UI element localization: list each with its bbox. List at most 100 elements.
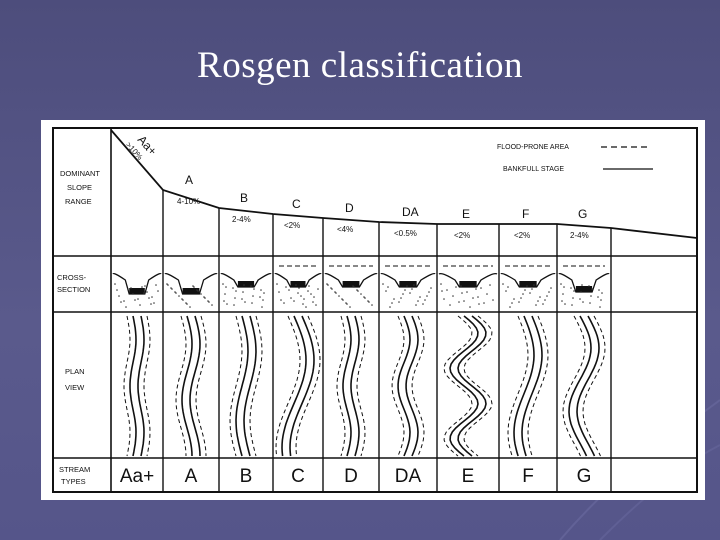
slope-type-label-g: G	[578, 207, 587, 221]
cross-section-stipple	[524, 289, 526, 291]
cross-section-stipple	[334, 291, 336, 293]
cross-section-stipple	[200, 293, 202, 295]
slope-type-label-c: C	[292, 197, 301, 211]
cross-section-stipple	[580, 291, 582, 293]
cross-section-stipple	[171, 288, 173, 290]
plan-view-channel-da	[405, 315, 419, 457]
row-label-cross-2: SECTION	[57, 285, 90, 294]
cross-section-stipple	[526, 285, 528, 287]
cross-section-stipple	[151, 296, 153, 298]
cross-section-stipple	[310, 293, 312, 295]
cross-section-stipple	[531, 288, 533, 290]
cross-section-stipple	[307, 290, 309, 292]
cross-section-stipple	[224, 293, 226, 295]
stream-type-e: E	[462, 466, 475, 487]
slide-title: Rosgen classification	[197, 45, 523, 86]
plan-view-channel-b	[243, 315, 257, 457]
cross-section-stipple	[300, 295, 302, 297]
cross-section-stipple	[415, 304, 417, 306]
slope-value-e: <2%	[454, 231, 470, 240]
cross-section-stipple	[263, 292, 265, 294]
cross-section-stipple	[338, 295, 340, 297]
cross-section-stipple	[469, 306, 471, 308]
plan-view-channel-d	[356, 315, 366, 457]
cross-section-stipple	[175, 292, 177, 294]
cross-section-stipple	[597, 296, 599, 298]
rosgen-diagram: DOMINANT SLOPE RANGE CROSS- SECTION PLAN…	[52, 127, 698, 493]
cross-section-stipple	[520, 297, 522, 299]
cross-section-stipple	[550, 287, 552, 289]
cross-section-stipple	[211, 304, 213, 306]
cross-section-stipple	[449, 304, 451, 306]
cross-section-stipple	[290, 297, 292, 299]
slope-value-f: <2%	[514, 231, 530, 240]
cross-section-stipple	[522, 293, 524, 295]
cross-section-stipple	[601, 292, 603, 294]
stream-type-g: G	[577, 466, 592, 487]
cross-section-stipple	[312, 301, 314, 303]
cross-section-channel-g	[575, 286, 593, 292]
cross-section-stipple	[544, 299, 546, 301]
slope-value-g: 2-4%	[570, 231, 589, 240]
cross-section-stipple	[413, 284, 415, 286]
cross-section-stipple	[125, 306, 127, 308]
plan-view-channel-g	[562, 315, 586, 457]
legend-bankfull-label: BANKFULL STAGE	[503, 166, 564, 173]
plan-view-channel-da	[411, 315, 425, 457]
cross-section-stipple	[581, 284, 583, 286]
plan-view-channel-b	[249, 315, 263, 457]
cross-section-stipple	[564, 303, 566, 305]
cross-section-stipple	[440, 283, 442, 285]
cross-section-stipple	[141, 286, 143, 288]
cross-section-stipple	[452, 295, 454, 297]
cross-section-stipple	[535, 304, 537, 306]
cross-section-stipple	[302, 303, 304, 305]
cross-section-stipple	[252, 295, 254, 297]
plan-view-channel-aaplus	[129, 315, 137, 457]
cross-section-stipple	[600, 299, 602, 301]
cross-section-stipple	[342, 299, 344, 301]
cross-section-stipple	[572, 297, 574, 299]
cross-section-stipple	[352, 285, 354, 287]
cross-section-stipple	[208, 301, 210, 303]
cross-section-channel-d	[342, 281, 360, 287]
cross-section-stipple	[483, 302, 485, 304]
plan-view-channel-d	[350, 315, 360, 457]
cross-section-stipple	[492, 299, 494, 301]
cross-section-stipple	[250, 285, 252, 287]
cross-section-stipple	[308, 285, 310, 287]
cross-section-stipple	[591, 288, 593, 290]
cross-section-channel-c	[290, 281, 306, 287]
plan-view-channel-c	[275, 315, 301, 457]
cross-section-stipple	[207, 300, 209, 302]
cross-section-stipple	[114, 283, 116, 285]
cross-section-stipple	[542, 303, 544, 305]
cross-section-stipple	[486, 293, 488, 295]
cross-section-stipple	[297, 292, 299, 294]
cross-section-channel-a	[182, 288, 200, 294]
cross-section-stipple	[225, 286, 227, 288]
cross-section-stipple	[563, 286, 565, 288]
cross-section-stipple	[193, 286, 195, 288]
cross-section-stipple	[589, 302, 591, 304]
slope-value-d: <4%	[337, 225, 353, 234]
cross-section-stipple	[443, 298, 445, 300]
cross-section-stipple	[288, 289, 290, 291]
cross-section-stipple	[505, 290, 507, 292]
plan-view-channel-f	[527, 315, 549, 457]
cross-section-stipple	[368, 301, 370, 303]
slope-value-a: 4-10%	[177, 197, 200, 206]
cross-section-stipple	[261, 306, 263, 308]
slope-type-label-da: DA	[402, 205, 419, 219]
cross-section-stipple	[134, 299, 136, 301]
cross-section-stipple	[458, 301, 460, 303]
cross-section-stipple	[327, 284, 329, 286]
cross-section-stipple	[234, 297, 236, 299]
rosgen-figure: DOMINANT SLOPE RANGE CROSS- SECTION PLAN…	[41, 120, 705, 500]
cross-section-stipple	[402, 293, 404, 295]
cross-section-stipple	[389, 306, 391, 308]
cross-section-stipple	[203, 296, 205, 298]
cross-section-stipple	[298, 287, 300, 289]
cross-section-stipple	[387, 286, 389, 288]
plan-view-channel-f	[507, 315, 529, 457]
